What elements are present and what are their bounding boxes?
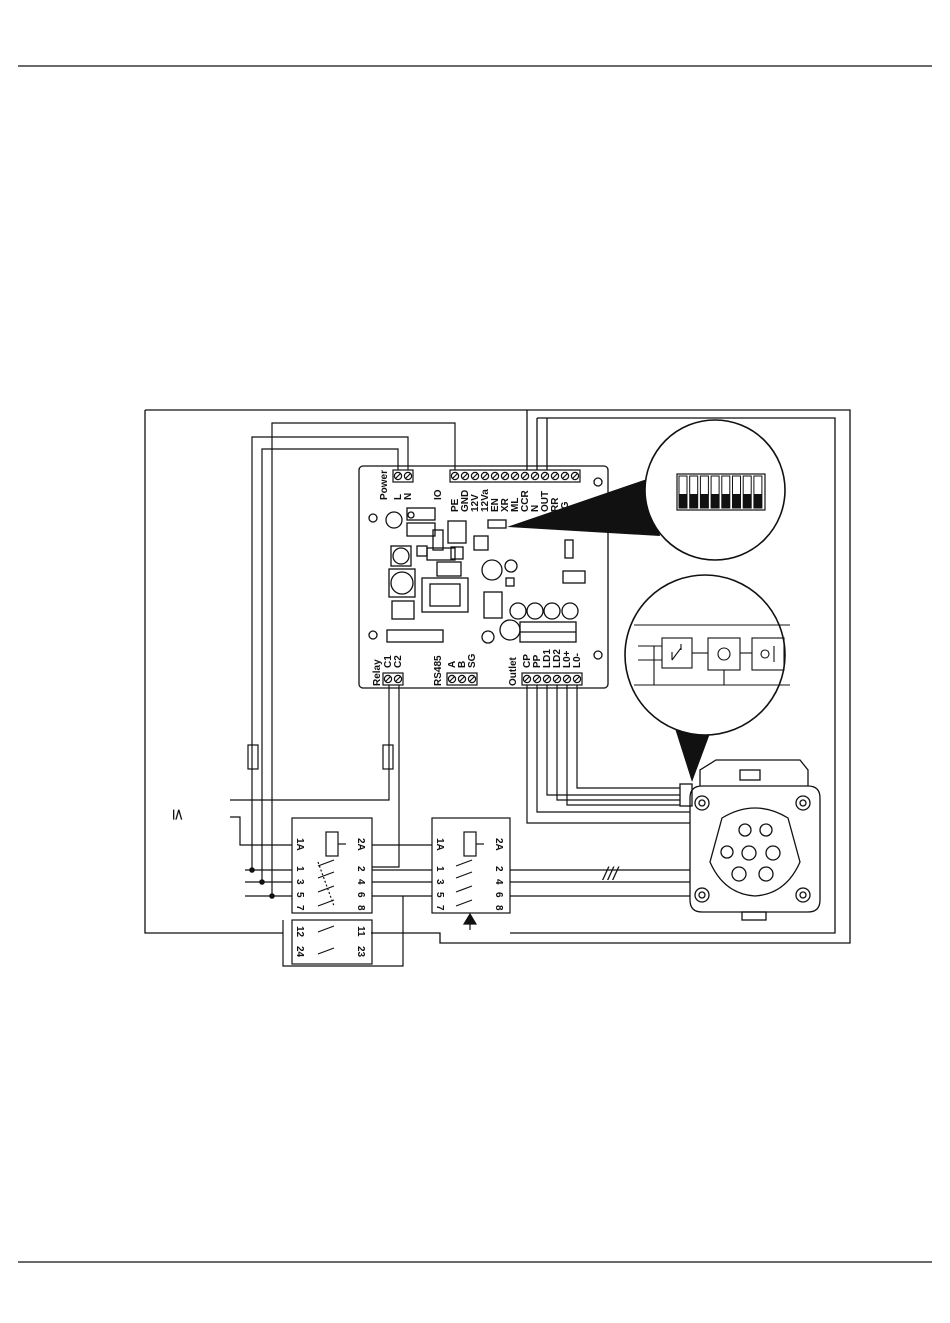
aux-terminal-label: 11 bbox=[355, 926, 366, 937]
contact-terminal-label: 7 bbox=[434, 905, 445, 911]
terminal-slot bbox=[473, 474, 478, 479]
coil-terminal-label: 1A bbox=[294, 838, 305, 851]
io-header: IO bbox=[433, 489, 444, 500]
contact-terminal-label: 3 bbox=[434, 879, 445, 885]
board-labels: PowerLNIOPEGND12V12VaENXRMLCCRNOUTRRIGNR… bbox=[372, 470, 583, 686]
terminal-slot bbox=[503, 474, 508, 479]
charging-socket bbox=[680, 760, 820, 920]
relay-header: Relay bbox=[372, 659, 383, 686]
contact-terminal-label: 4 bbox=[355, 879, 366, 885]
dip-switch-lever bbox=[711, 494, 719, 508]
contact-terminal-label: 7 bbox=[294, 905, 305, 911]
socket-detail-callout bbox=[625, 575, 785, 782]
power-terminal-block bbox=[393, 470, 413, 482]
terminal-slot bbox=[493, 474, 498, 479]
terminal-slot bbox=[525, 677, 530, 682]
contact-terminal-label: 4 bbox=[493, 879, 504, 885]
contact-terminal-label: 3 bbox=[294, 879, 305, 885]
dip-switch-lever bbox=[754, 494, 762, 508]
rs485-header: RS485 bbox=[433, 655, 444, 686]
outlet-pin-label: L0- bbox=[572, 653, 583, 668]
aux-terminal-label: 23 bbox=[355, 946, 366, 958]
terminal-slot bbox=[573, 474, 578, 479]
power-header: Power bbox=[379, 470, 390, 500]
dip-switch-lever bbox=[690, 494, 698, 508]
dip-switch-lever bbox=[733, 494, 741, 508]
terminal-slot bbox=[565, 677, 570, 682]
terminal-slot bbox=[396, 474, 401, 479]
dip-switch-lever bbox=[679, 494, 687, 508]
terminal-slot bbox=[545, 677, 550, 682]
terminal-slot bbox=[396, 677, 401, 682]
contact-terminal-label: 8 bbox=[493, 905, 504, 911]
terminal-slot bbox=[533, 474, 538, 479]
terminal-slot bbox=[513, 474, 518, 479]
terminal-slot bbox=[483, 474, 488, 479]
terminal-slot bbox=[453, 474, 458, 479]
rs485-pin-label: SG bbox=[467, 653, 478, 668]
dip-switch-lever bbox=[722, 494, 730, 508]
contact-terminal-label: 2 bbox=[493, 866, 504, 872]
supply-symbol: ≤ bbox=[169, 808, 188, 821]
cable-marker: /// bbox=[601, 864, 620, 884]
contact-terminal-label: 2 bbox=[355, 866, 366, 872]
terminal-slot bbox=[463, 474, 468, 479]
contact-terminal-label: 1 bbox=[434, 866, 445, 872]
io-terminal-block bbox=[450, 470, 580, 482]
contact-terminal-label: 5 bbox=[294, 892, 305, 898]
contact-terminal-label: 6 bbox=[493, 892, 504, 898]
terminal-slot bbox=[470, 677, 475, 682]
terminal-slot bbox=[523, 474, 528, 479]
outlet-header: Outlet bbox=[508, 656, 519, 686]
contact-terminal-label: 6 bbox=[355, 892, 366, 898]
terminal-slot bbox=[543, 474, 548, 479]
contact-terminal-label: 8 bbox=[355, 905, 366, 911]
aux-terminal-label: 24 bbox=[294, 946, 305, 958]
coil-terminal-label: 2A bbox=[355, 838, 366, 851]
relay-terminal-block bbox=[383, 673, 403, 685]
outlet-terminal-block bbox=[522, 673, 582, 685]
terminal-slot bbox=[460, 677, 465, 682]
terminal-slot bbox=[575, 677, 580, 682]
contactor-2 bbox=[432, 818, 510, 930]
terminal-slot bbox=[563, 474, 568, 479]
terminal-slot bbox=[406, 474, 411, 479]
contact-terminal-label: 1 bbox=[294, 866, 305, 872]
coil-terminal-label: 1A bbox=[434, 838, 445, 851]
dip-switch-lever bbox=[743, 494, 751, 508]
terminal-slot bbox=[553, 474, 558, 479]
terminal-slot bbox=[555, 677, 560, 682]
power-pin-label: N bbox=[403, 493, 414, 500]
coil-terminal-label: 2A bbox=[493, 838, 504, 851]
rs485-terminal-block bbox=[447, 673, 477, 685]
aux-terminal-label: 12 bbox=[294, 926, 305, 938]
terminal-slot bbox=[450, 677, 455, 682]
contact-terminal-label: 5 bbox=[434, 892, 445, 898]
terminal-slot bbox=[386, 677, 391, 682]
dip-switch-lever bbox=[700, 494, 708, 508]
terminal-slot bbox=[535, 677, 540, 682]
relay-pin-label: C2 bbox=[393, 655, 404, 668]
